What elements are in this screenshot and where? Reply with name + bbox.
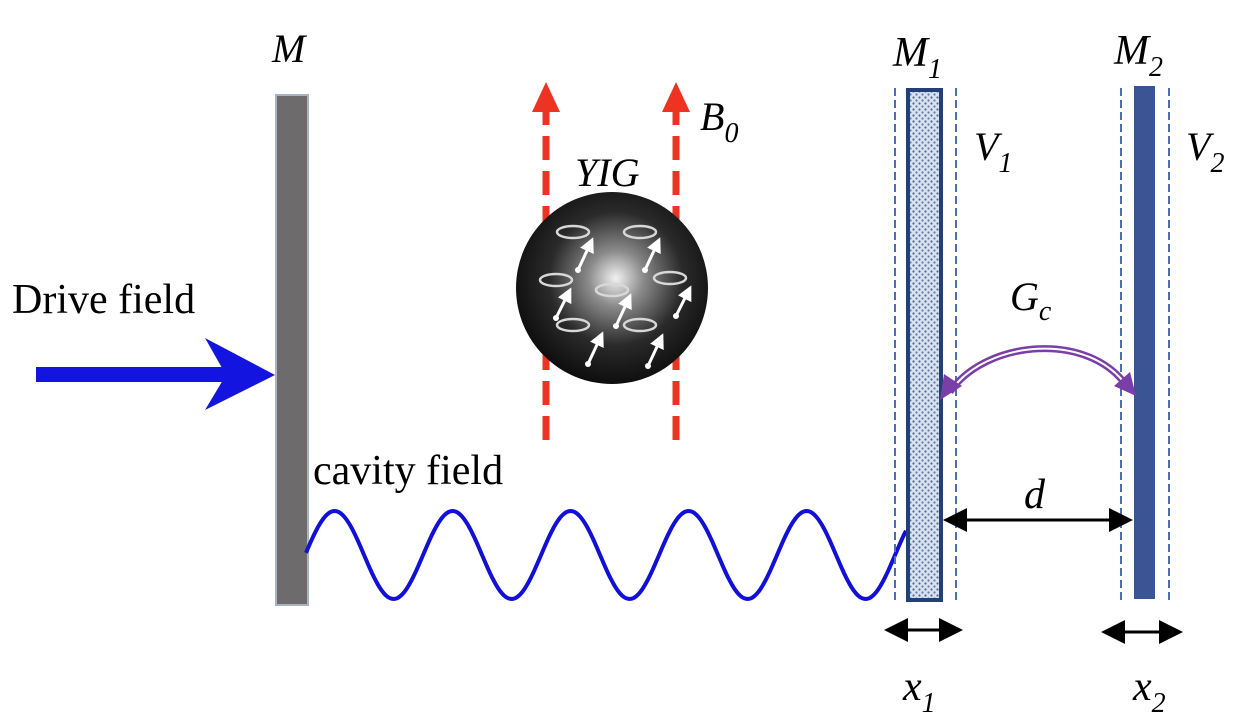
label-m: M xyxy=(271,26,308,71)
mirror-m1 xyxy=(906,88,943,602)
label-cavity-field: cavity field xyxy=(313,448,503,494)
label-v2: V2 xyxy=(1186,124,1224,179)
label-b0: B0 xyxy=(700,94,738,149)
spin-icons xyxy=(538,224,688,333)
label-v1: V1 xyxy=(974,124,1012,179)
label-yig: YIG xyxy=(575,150,640,195)
label-m1: M1 xyxy=(892,30,942,85)
mirror-m xyxy=(275,94,309,606)
label-gc: Gc xyxy=(1010,274,1052,327)
cavity-field-wave xyxy=(304,508,908,602)
label-x1: x1 xyxy=(902,664,936,719)
coupling-arrow xyxy=(940,345,1136,400)
drive-field-arrow xyxy=(36,338,275,410)
label-drive-field: Drive field xyxy=(12,277,195,323)
label-d: d xyxy=(1024,472,1046,518)
yig-sphere xyxy=(516,192,708,384)
b-field-lines xyxy=(532,82,690,440)
mirror-m2 xyxy=(1134,86,1155,599)
label-x2: x2 xyxy=(1132,664,1166,719)
label-m2: M2 xyxy=(1113,28,1163,83)
